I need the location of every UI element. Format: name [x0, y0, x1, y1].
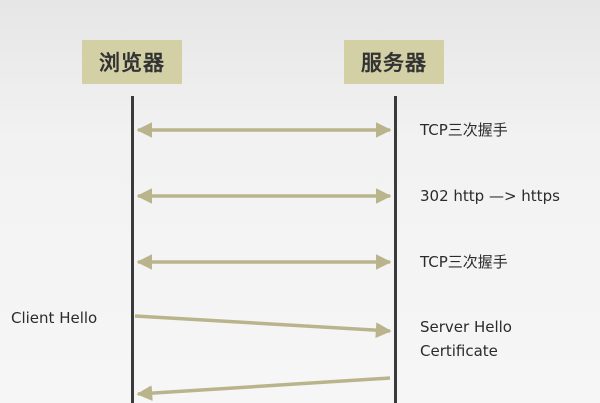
message-label-client-hello: Client Hello	[11, 309, 98, 327]
message-label-302-redirect: 302 http —> https	[420, 187, 560, 205]
message-label-certificate: Certificate	[420, 342, 498, 360]
server-actor-label: 服务器	[361, 51, 427, 75]
browser-actor-box: 浏览器	[82, 40, 182, 84]
browser-actor-label: 浏览器	[99, 51, 165, 75]
message-label-tcp-handshake-1: TCP三次握手	[420, 121, 508, 139]
server-lifeline	[394, 96, 397, 403]
message-label-tcp-handshake-2: TCP三次握手	[420, 253, 508, 271]
message-label-server-hello: Server Hello	[420, 318, 512, 336]
browser-lifeline	[131, 96, 134, 403]
server-actor-box: 服务器	[344, 40, 444, 84]
arrow-client-hello	[134, 314, 392, 339]
arrow-server-hello	[136, 376, 391, 401]
